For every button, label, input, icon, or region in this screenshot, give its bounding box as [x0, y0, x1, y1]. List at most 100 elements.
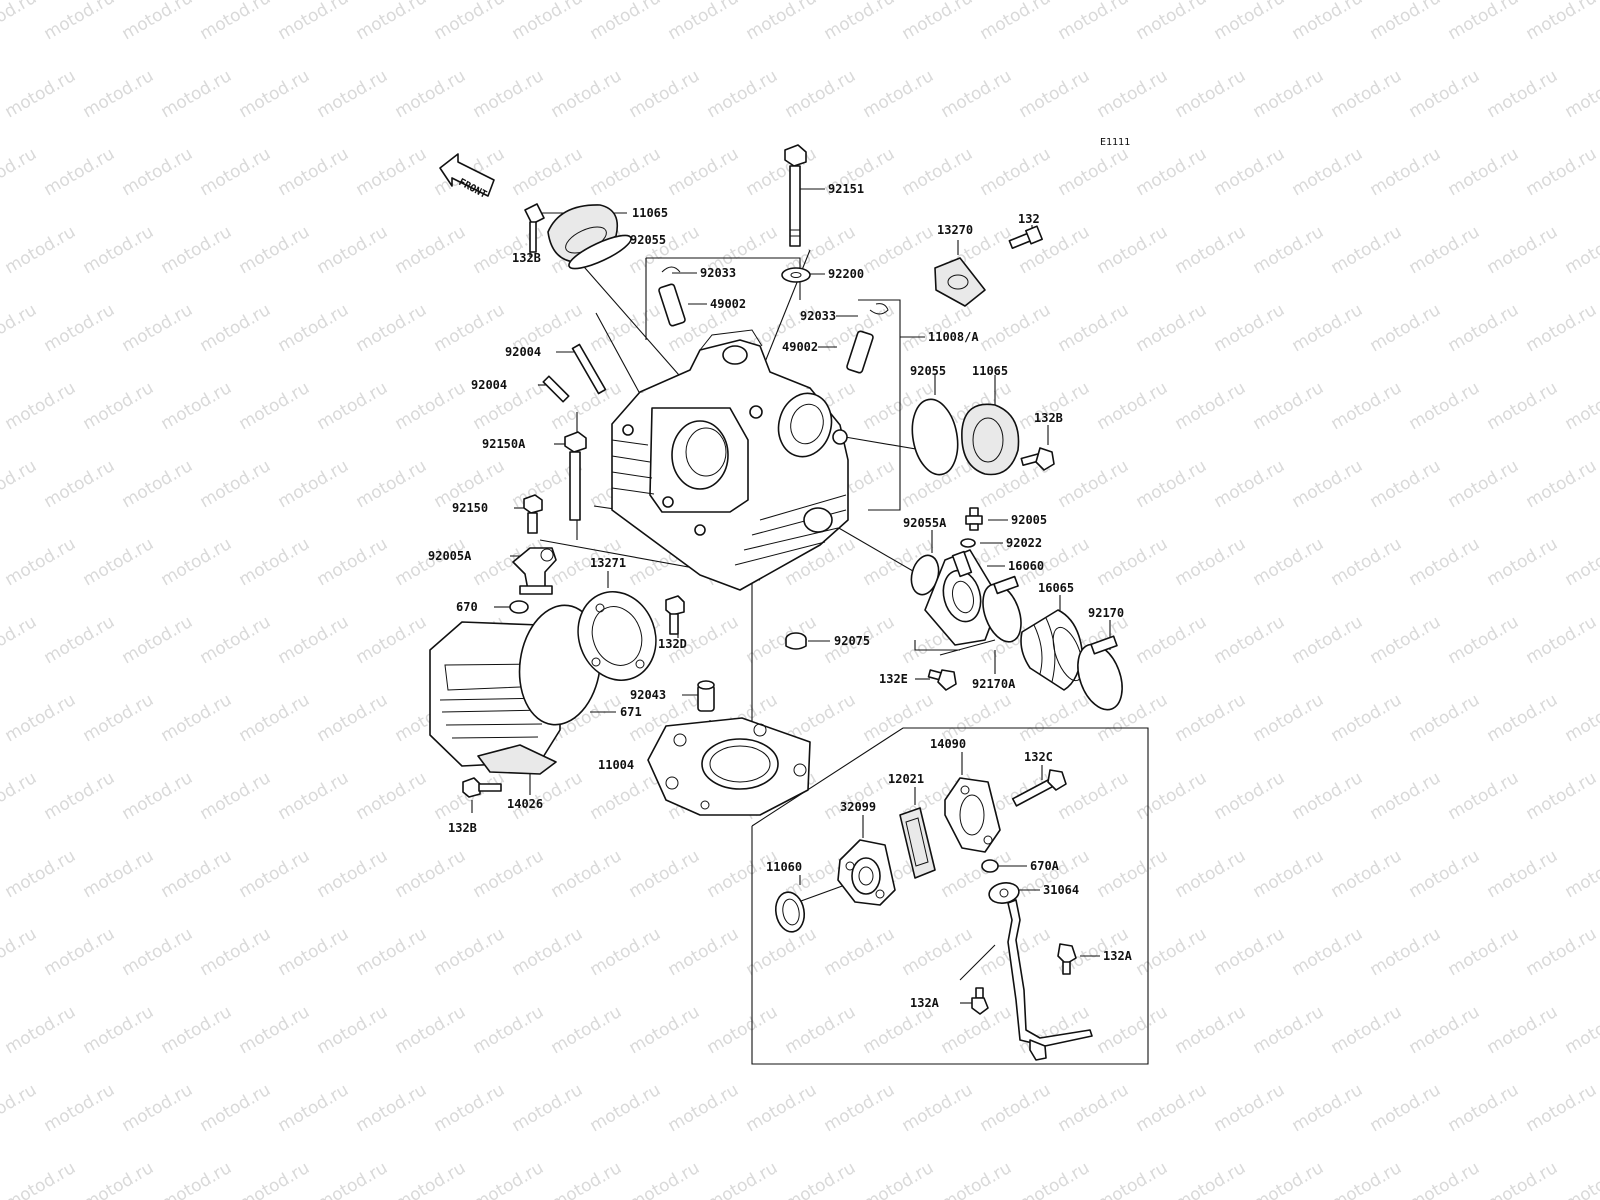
watermark-text: motod.ru — [1172, 1158, 1250, 1200]
watermark-text: motod.ru — [431, 924, 509, 980]
watermark-text: motod.ru — [1523, 144, 1600, 200]
watermark-text: motod.ru — [236, 378, 314, 434]
cylinder-head-11008a — [611, 329, 849, 591]
watermark-text: motod.ru — [665, 144, 743, 200]
watermark-text: motod.ru — [119, 300, 197, 356]
watermark-text: motod.ru — [1172, 690, 1250, 746]
watermark-text: motod.ru — [236, 690, 314, 746]
watermark-text: motod.ru — [1562, 846, 1600, 902]
watermark-text: motod.ru — [1250, 1002, 1328, 1058]
watermark-text: motod.ru — [587, 924, 665, 980]
watermark-text: motod.ru — [2, 1158, 80, 1200]
watermark-text: motod.ru — [1445, 1080, 1523, 1136]
watermark-text: motod.ru — [41, 1080, 119, 1136]
watermark-text: motod.ru — [2, 1002, 80, 1058]
watermark-text: motod.ru — [1523, 0, 1600, 44]
watermark-text: motod.ru — [2, 222, 80, 278]
watermark-text: motod.ru — [41, 144, 119, 200]
label-132a-right: 132A — [1103, 949, 1133, 963]
watermark-text: motod.ru — [1133, 144, 1211, 200]
watermark-text: motod.ru — [1328, 534, 1406, 590]
watermark-text: motod.ru — [1250, 846, 1328, 902]
watermark-text: motod.ru — [626, 66, 704, 122]
watermark-text: motod.ru — [743, 144, 821, 200]
label-49002-left: 49002 — [710, 297, 746, 311]
watermark-text: motod.ru — [1055, 1080, 1133, 1136]
cover-14090 — [944, 777, 1001, 853]
watermark-text: motod.ru — [1250, 690, 1328, 746]
watermark-text: motod.ru — [1367, 1080, 1445, 1136]
label-132b-right: 132B — [1034, 411, 1063, 425]
watermark-text: motod.ru — [353, 612, 431, 668]
watermark-text: motod.ru — [275, 300, 353, 356]
watermark-text: motod.ru — [1484, 222, 1562, 278]
watermark-text: motod.ru — [1523, 768, 1600, 824]
breather-fitting-92005 — [965, 507, 983, 531]
seal-11060 — [774, 891, 806, 933]
valve-guide-49002-right — [846, 330, 874, 374]
clip-92033-left — [661, 266, 681, 273]
watermark-text: motod.ru — [1328, 1158, 1406, 1200]
watermark-text: motod.ru — [275, 144, 353, 200]
watermark-text: motod.ru — [1523, 612, 1600, 668]
label-92150: 92150 — [452, 501, 488, 515]
watermark-text: motod.ru — [821, 768, 899, 824]
watermark-text: motod.ru — [197, 144, 275, 200]
watermark-text: motod.ru — [587, 144, 665, 200]
bolt-132a-right — [1057, 943, 1077, 975]
watermark-text: motod.ru — [197, 768, 275, 824]
watermark-text: motod.ru — [275, 768, 353, 824]
watermark-text: motod.ru — [1133, 924, 1211, 980]
watermark-text: motod.ru — [1250, 534, 1328, 590]
watermark-text: motod.ru — [1562, 690, 1600, 746]
watermark-text: motod.ru — [1172, 534, 1250, 590]
watermark-text: motod.ru — [587, 1080, 665, 1136]
label-92022: 92022 — [1006, 536, 1042, 550]
watermark-text: motod.ru — [860, 66, 938, 122]
watermark-text: motod.ru — [860, 1002, 938, 1058]
watermark-text: motod.ru — [119, 144, 197, 200]
plate-13271 — [577, 590, 657, 682]
watermark-text: motod.ru — [509, 1080, 587, 1136]
watermark-text: motod.ru — [665, 1080, 743, 1136]
watermark-text: motod.ru — [1406, 690, 1484, 746]
label-92055a: 92055A — [903, 516, 947, 530]
label-13271: 13271 — [590, 556, 626, 570]
watermark-text: motod.ru — [1562, 66, 1600, 122]
watermark-text: motod.ru — [353, 144, 431, 200]
watermark-text: motod.ru — [314, 66, 392, 122]
watermark-text: motod.ru — [80, 222, 158, 278]
watermark-text: motod.ru — [509, 144, 587, 200]
watermark-text: motod.ru — [314, 534, 392, 590]
watermark-text: motod.ru — [275, 924, 353, 980]
cap-13270 — [934, 257, 986, 307]
watermark-text: motod.ru — [119, 0, 197, 44]
part-labels: 11065 132B 92055 92151 92200 13270 132 9… — [428, 182, 1133, 1010]
watermark-text: motod.ru — [1094, 1002, 1172, 1058]
watermark-text: motod.ru — [80, 66, 158, 122]
label-13270: 13270 — [937, 223, 973, 237]
intake-pipe-16060 — [924, 549, 1001, 646]
label-32099: 32099 — [840, 800, 876, 814]
watermark-text: motod.ru — [0, 144, 40, 200]
watermark-text: motod.ru — [1094, 378, 1172, 434]
watermark-text: motod.ru — [1562, 222, 1600, 278]
o-ring-670a — [981, 859, 999, 873]
watermark-text: motod.ru — [275, 612, 353, 668]
watermark-text: motod.ru — [587, 0, 665, 44]
watermark-text: motod.ru — [1328, 846, 1406, 902]
watermark-text: motod.ru — [197, 456, 275, 512]
watermark-text: motod.ru — [1094, 66, 1172, 122]
watermark-text: motod.ru — [119, 1080, 197, 1136]
dowel-92043 — [697, 680, 715, 712]
housing-32099 — [837, 839, 896, 906]
watermark-text: motod.ru — [704, 66, 782, 122]
label-11008a: 11008/A — [928, 330, 979, 344]
stud-92004-upper — [571, 343, 607, 395]
watermark-text: motod.ru — [2, 690, 80, 746]
label-92151: 92151 — [828, 182, 864, 196]
bolt-132-right — [1008, 225, 1043, 250]
watermark-text: motod.ru — [1055, 0, 1133, 44]
watermark-text: motod.ru — [197, 300, 275, 356]
